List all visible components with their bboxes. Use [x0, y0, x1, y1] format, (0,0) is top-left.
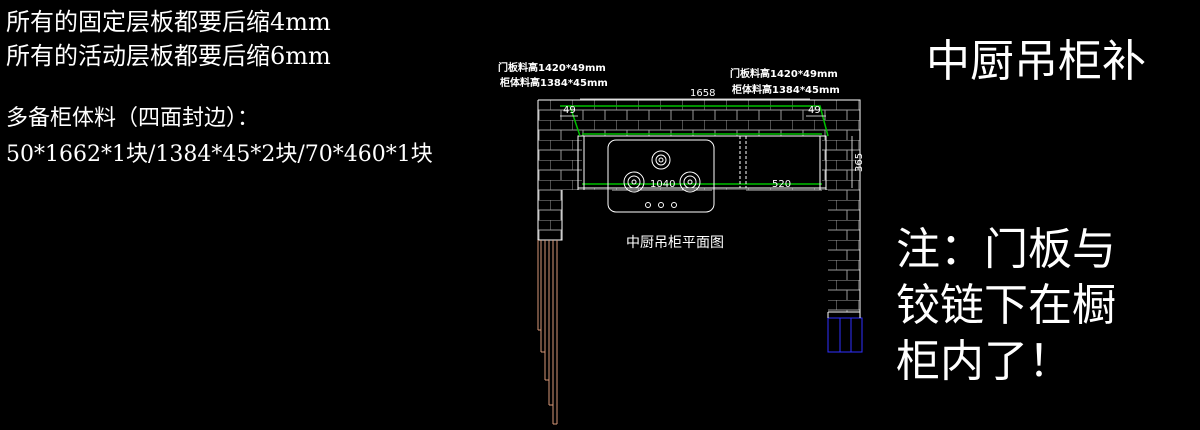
warning-line-2: 铰链下在橱	[896, 280, 1116, 331]
dim-top-1658: 1658	[690, 88, 715, 99]
warning-line-1: 注：门板与	[896, 224, 1116, 275]
note-shelf-fixed: 所有的固定层板都要后缩4mm	[6, 8, 331, 36]
note-material-list: 50*1662*1块/1384*45*2块/70*460*1块	[6, 142, 433, 167]
note-spare-material: 多备柜体料（四面封边）：	[6, 106, 260, 131]
wall-tiles	[538, 100, 860, 312]
dimension-lines	[560, 98, 853, 191]
door-panel-lines	[560, 105, 829, 185]
left-tall-cabinet	[537, 240, 558, 425]
dim-left-49: 49	[563, 105, 576, 116]
right-cabinet-top	[827, 312, 861, 318]
note-shelf-movable: 所有的活动层板都要后缩6mm	[6, 42, 331, 70]
right-body-label: 柜体料高1384*45mm	[731, 83, 840, 96]
dim-520: 520	[772, 179, 791, 190]
dim-right-49: 49	[808, 105, 821, 116]
stove-hob	[607, 139, 715, 213]
right-door-label: 门板料高1420*49mm	[730, 67, 838, 80]
left-door-label: 门板料高1420*49mm	[498, 61, 606, 74]
dim-365: 365	[854, 153, 865, 172]
drawing-title: 中厨吊柜补	[926, 36, 1146, 87]
warning-note: 注：门板与 铰链下在橱 柜内了！	[896, 222, 1116, 390]
right-cabinet	[827, 317, 863, 353]
plan-caption: 中厨吊柜平面图	[626, 235, 724, 251]
dim-1040: 1040	[650, 179, 675, 190]
warning-line-3: 柜内了！	[896, 336, 1072, 387]
left-body-label: 柜体料高1384*45mm	[499, 76, 608, 89]
side-panels	[577, 136, 827, 190]
